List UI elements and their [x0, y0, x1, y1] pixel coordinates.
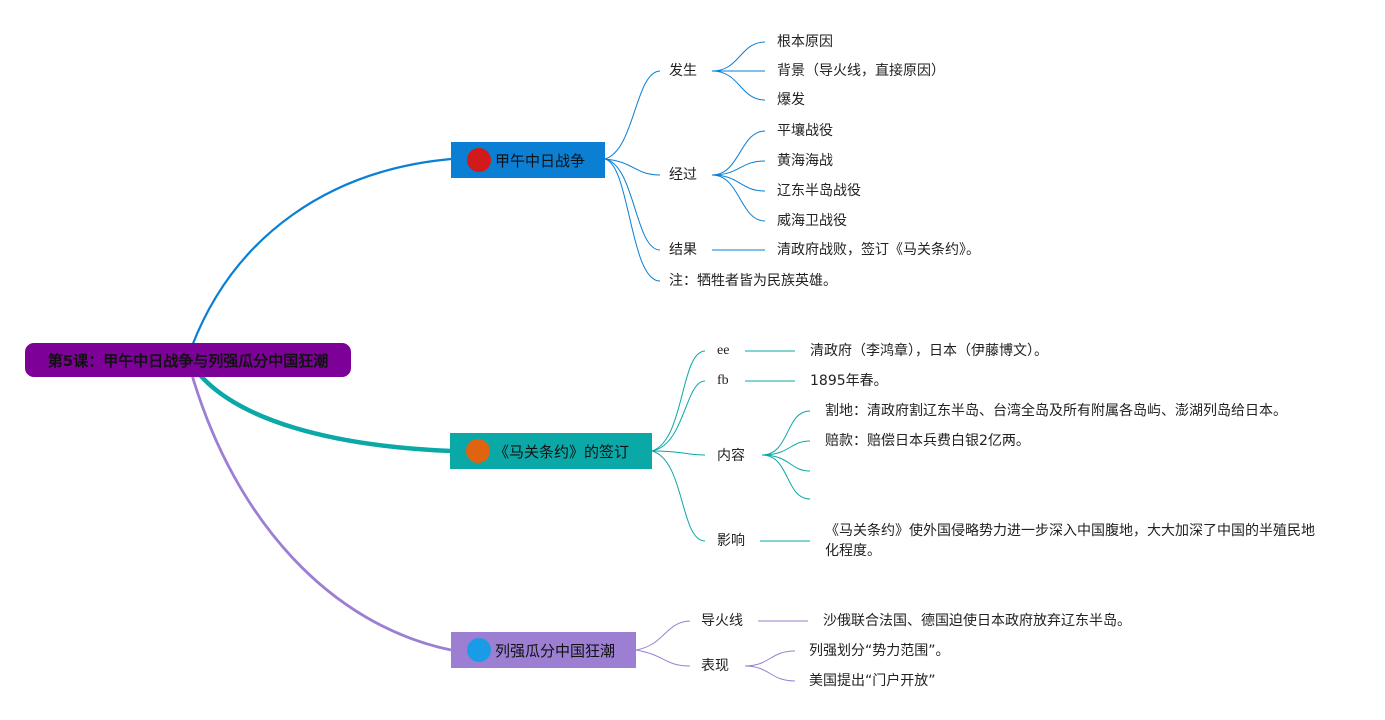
leaf-text[interactable]: 赔款：赔偿日本兵费白银2亿两。	[825, 433, 1030, 449]
topic-label: 列强瓜分中国狂潮	[495, 641, 616, 660]
badge-number: 3	[474, 642, 484, 658]
leaf-text[interactable]: 割地：清政府割辽东半岛、台湾全岛及所有附属各岛屿、澎湖列岛给日本。	[825, 403, 1287, 419]
connector-root-topic1	[190, 157, 452, 347]
branch-label[interactable]: 导火线	[701, 613, 743, 629]
branch-label[interactable]: 影响	[717, 533, 745, 549]
branch-label[interactable]: 经过	[669, 167, 697, 183]
number-badge-icon: 3	[467, 638, 491, 662]
topic-label: 甲午中日战争	[495, 151, 586, 170]
topic-label: 《马关条约》的签订	[494, 442, 630, 461]
number-badge-icon: 2	[466, 439, 490, 463]
leaf-text[interactable]: 爆发	[777, 92, 805, 108]
topic-node-3[interactable]: 3 列强瓜分中国狂潮	[451, 632, 636, 668]
number-badge-icon: 1	[467, 148, 491, 172]
leaf-text[interactable]: 辽东半岛战役	[777, 183, 861, 199]
leaf-text[interactable]: 平壤战役	[777, 123, 833, 139]
branch-label[interactable]: 发生	[669, 63, 697, 79]
branch-label[interactable]: 表现	[701, 658, 729, 674]
leaf-text[interactable]: 《马关条约》使外国侵略势力进一步深入中国腹地，大大加深了中国的半殖民地化程度。	[825, 523, 1315, 559]
leaf-text[interactable]: 列强划分“势力范围”。	[809, 643, 950, 659]
leaf-text[interactable]: 沙俄联合法国、德国迫使日本政府放弃辽东半岛。	[823, 613, 1131, 629]
note-text[interactable]: 注：牺牲者皆为民族英雄。	[669, 273, 837, 289]
leaf-text[interactable]: 1895年春。	[810, 373, 888, 389]
leaf-text[interactable]: 背景（导火线，直接原因）	[777, 63, 945, 79]
connector-root-topic3	[190, 374, 452, 652]
leaf-text[interactable]: 清政府（李鸿章），日本（伊藤博文）。	[810, 343, 1048, 359]
leaf-text[interactable]: 美国提出“门户开放”	[809, 673, 936, 689]
topic-node-1[interactable]: 1 甲午中日战争	[451, 142, 605, 178]
root-title: 第5课：甲午中日战争与列强瓜分中国狂潮	[47, 351, 329, 370]
branch-label[interactable]: fb	[717, 373, 729, 388]
branch-label[interactable]: 内容	[717, 448, 745, 464]
leaf-text[interactable]: 清政府战败，签订《马关条约》。	[777, 242, 980, 258]
badge-number: 2	[473, 443, 483, 459]
connector-root-topic2	[198, 373, 452, 454]
leaf-text[interactable]: 威海卫战役	[777, 213, 847, 229]
branch-label[interactable]: 结果	[669, 242, 697, 258]
leaf-text[interactable]: 根本原因	[777, 34, 833, 50]
branch-label[interactable]: ee	[717, 343, 730, 358]
leaf-text[interactable]: 黄海海战	[777, 153, 833, 169]
badge-number: 1	[474, 152, 484, 168]
root-node[interactable]: 第5课：甲午中日战争与列强瓜分中国狂潮	[25, 343, 351, 377]
topic-node-2[interactable]: 2 《马关条约》的签订	[450, 433, 652, 469]
